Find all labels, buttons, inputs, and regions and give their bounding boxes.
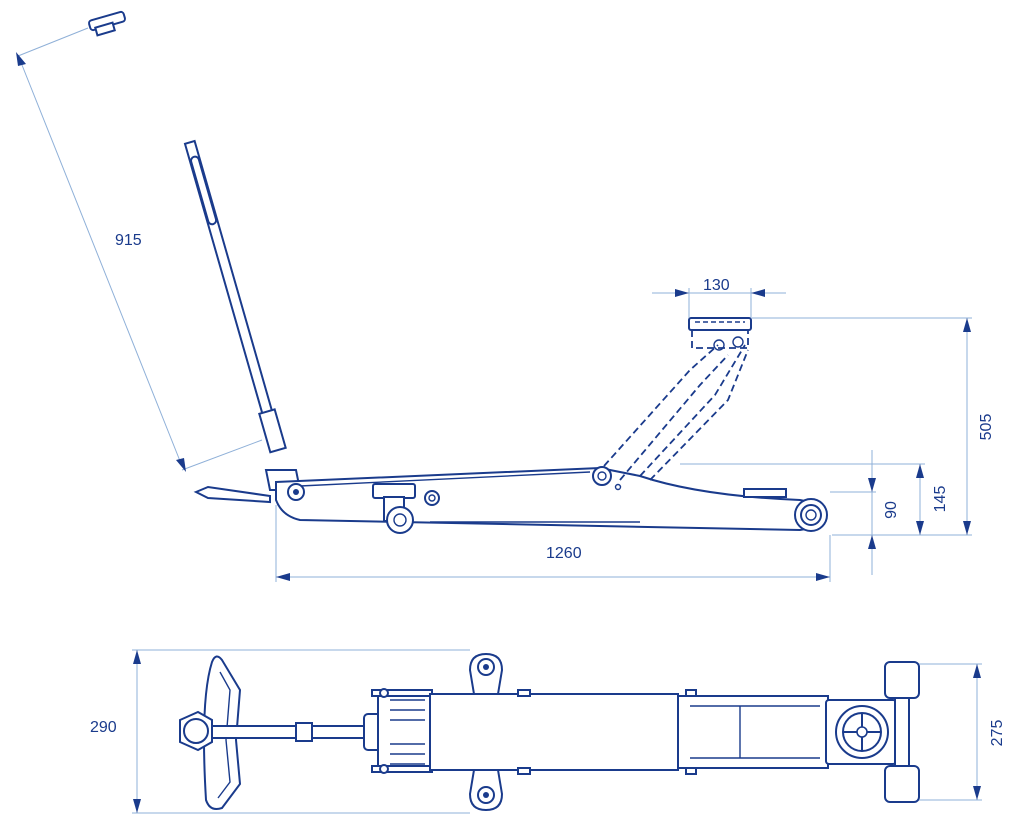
saddle-top [825,699,897,765]
pump-assembly-top [363,688,433,774]
handle-shaft-top [211,725,368,739]
chassis-plate [743,488,787,498]
dim-handle-width-label: 290 [90,719,117,736]
dim-height-90: 90 [830,450,900,575]
dim-handle-length: 915 [16,27,263,472]
top-view: 290 275 [90,649,1006,814]
saddle [688,317,752,349]
dim-overall-length: 1260 [275,505,831,582]
arm-pivot [592,466,612,486]
dim-saddle-width-label: 130 [703,277,730,294]
frame-rear-top [677,695,829,769]
dim-handle-width: 290 [90,649,470,814]
dim-wheel-track: 275 [919,663,1006,801]
side-view: 915 130 505 145 [16,10,995,582]
chassis-top-edge [299,471,591,487]
rear-wheel-top-2 [884,765,920,803]
dim-handle-length-label: 915 [115,232,142,249]
chassis [275,466,824,532]
pivot-bolt-mid [424,490,440,506]
rear-wheel [794,498,828,532]
dim-wheel-track-label: 275 [989,720,1006,747]
caster-wheel [372,483,416,534]
handle-knob [88,10,126,37]
dim-height-145-label: 145 [932,486,949,513]
dim-max-height: 505 [752,317,995,536]
dim-height-145: 145 [680,463,949,535]
dim-max-height-label: 505 [978,414,995,441]
frame-body-top [429,693,679,771]
lift-arm-raised [603,336,749,481]
rear-axle-top [894,689,910,775]
caster-wheel-top-1 [468,652,504,695]
caster-wheel-top-2 [468,769,504,812]
dim-saddle-width: 130 [652,277,786,318]
dim-overall-length-label: 1260 [546,545,582,562]
dim-height-90-label: 90 [883,501,900,519]
handle [88,10,287,454]
handle-clamp-top [295,722,313,742]
rear-wheel-top-1 [884,661,920,699]
release-pedal [193,485,271,504]
